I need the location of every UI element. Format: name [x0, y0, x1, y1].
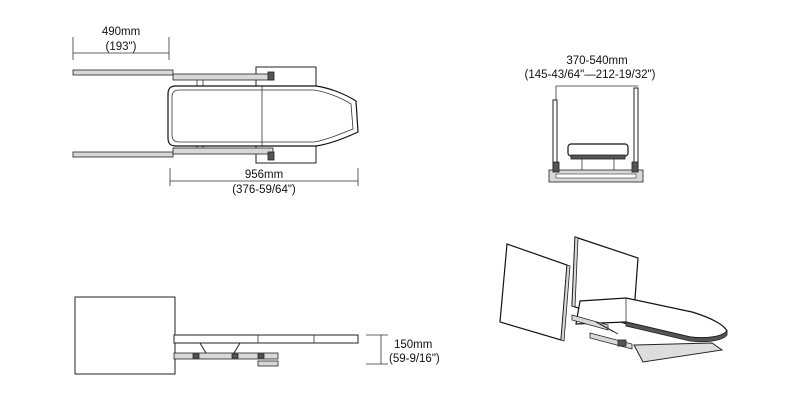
height-dimension: 150mm (59-9/16") [366, 334, 440, 365]
left-side-panel [552, 99, 558, 171]
perspective-floor-plate [633, 342, 724, 363]
board-length-dimension-in: (376-59/64") [232, 184, 296, 196]
top-slide-dimension-in: (193") [106, 41, 137, 53]
side-board [173, 334, 359, 344]
height-dimension-mm: 150mm [394, 339, 432, 351]
cabinet-width-dimension-in: (145-43/64"—212-19/32") [525, 69, 656, 81]
perspective-view [499, 236, 728, 363]
cabinet-width-dimension: 370-540mm (145-43/64"—212-19/32") [525, 55, 656, 87]
top-slide-dimension: 490mm (193") [72, 26, 170, 60]
upper-rail [72, 69, 275, 88]
top-slide-dimension-mm: 490mm [102, 26, 140, 38]
right-side-panel [633, 87, 639, 171]
side-view: 150mm (59-9/16") [74, 296, 440, 375]
board-section [567, 143, 629, 157]
board-length-dimension: 956mm (376-59/64") [169, 168, 359, 196]
board-length-dimension-mm: 956mm [245, 169, 283, 181]
height-dimension-in: (59-9/16") [389, 353, 440, 365]
cabinet-width-dimension-mm: 370-540mm [566, 55, 627, 67]
side-door-panel [74, 296, 176, 375]
ironing-board-top [167, 85, 359, 147]
front-view: 370-540mm (145-43/64"—212-19/32") [525, 55, 656, 183]
side-base-plate [257, 360, 279, 367]
perspective-open-door [499, 243, 568, 341]
top-view: 490mm (193") 956m [72, 26, 359, 196]
